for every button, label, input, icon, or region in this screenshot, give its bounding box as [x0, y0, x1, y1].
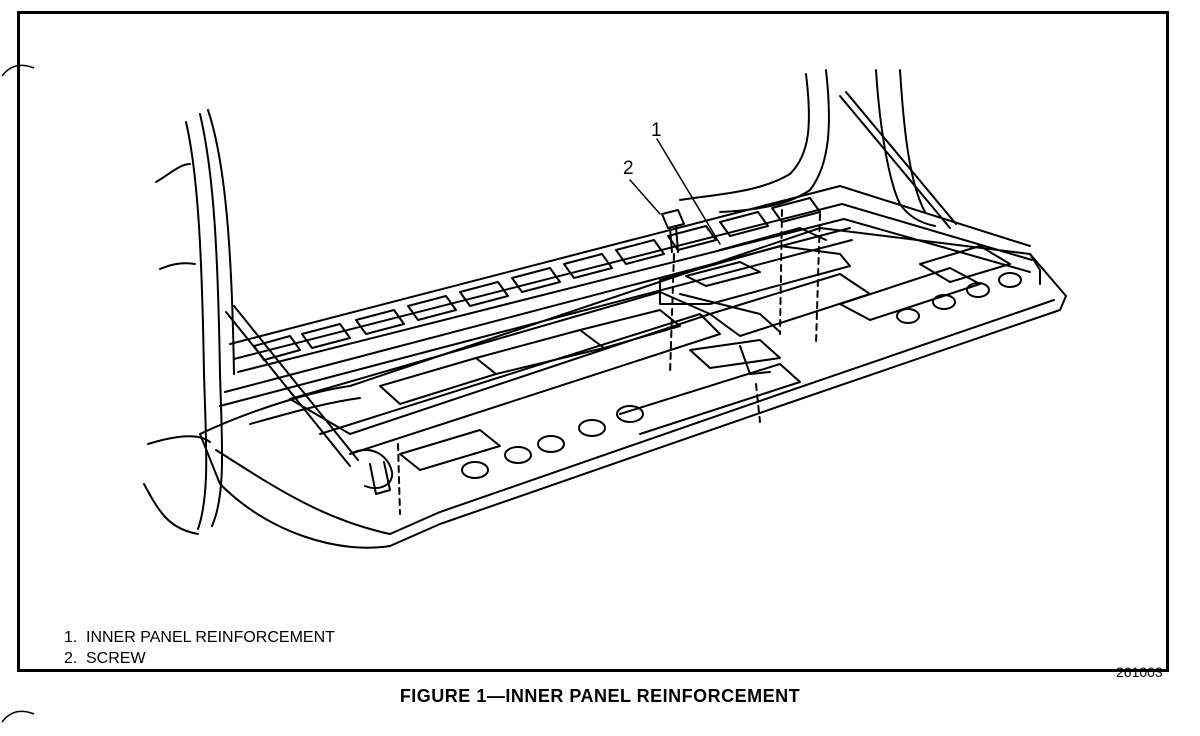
legend-item: 2. SCREW: [64, 648, 335, 669]
figure-frame: 1 2 1.INNER PANEL REINFORCEMENT 2.SCREW …: [17, 11, 1169, 680]
left-pillar: [143, 109, 235, 535]
inner-panel: [199, 227, 1067, 549]
alignment-lines: [397, 209, 821, 515]
margin-mark-bottom: [1, 710, 35, 723]
upper-rail: [219, 185, 1033, 407]
figure-caption: FIGURE 1—INNER PANEL REINFORCEMENT: [399, 686, 801, 706]
inner-panel-reinforcement: [659, 227, 851, 333]
callout-1: 1: [651, 120, 662, 141]
legend-number: 1.: [64, 629, 78, 646]
callout-2: 2: [623, 158, 634, 179]
legend-number: 2.: [64, 650, 78, 667]
parts-legend: 1. INNER PANEL REINFORCEMENT 2. SCREW: [64, 627, 335, 669]
door-rods: [225, 91, 957, 467]
latch-hardware: [349, 339, 781, 495]
legend-text: SCREW: [86, 650, 146, 667]
legend-text: INNER PANEL REINFORCEMENT: [86, 629, 335, 646]
access-holes: [461, 272, 1022, 479]
figure-number: 261003: [1116, 664, 1163, 680]
right-pillar: [679, 69, 936, 227]
margin-mark-top: [1, 64, 35, 77]
leader-lines: [629, 138, 721, 245]
legend-item: 1. INNER PANEL REINFORCEMENT: [64, 627, 335, 648]
door-panel-illustration: 1 2: [143, 69, 1067, 549]
right-bracket: [1029, 253, 1041, 285]
screw: [661, 209, 685, 253]
